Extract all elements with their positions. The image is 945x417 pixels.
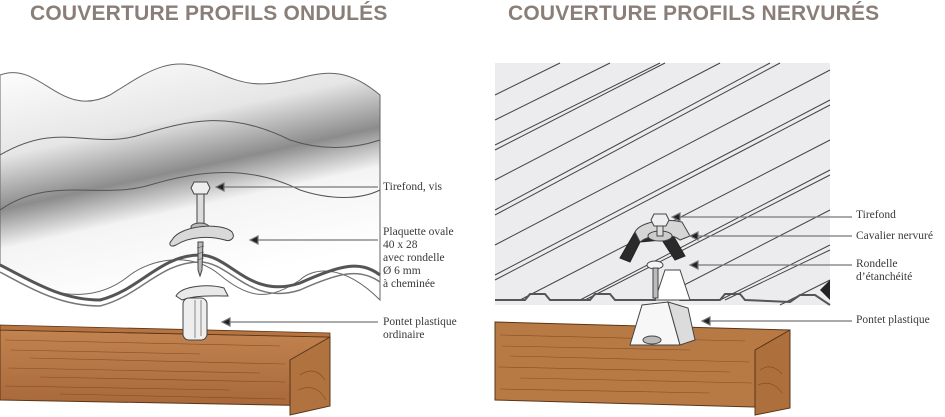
label-line: à cheminée (383, 278, 436, 290)
ribbed-roof-illustration (494, 62, 852, 416)
panel-title-corrugated: COUVERTURE PROFILS ONDULÉS (30, 2, 388, 25)
label-pontet-plastique: Pontet plastique (856, 314, 930, 326)
screw-assembly-corrugated (169, 181, 234, 341)
label-line: d’étanchéité (856, 271, 913, 283)
label-cavalier-nervure: Cavalier nervuré (856, 230, 933, 242)
label-line: 40 x 28 (383, 239, 418, 251)
corrugated-roofing-panel: COUVERTURE PROFILS ONDULÉS (0, 0, 470, 417)
ribbed-sheet (494, 62, 831, 306)
corrugated-sheet (0, 63, 381, 307)
leader-lines-left (214, 182, 378, 327)
label-rondelle-etancheite: Rondelle d’étanchéité (856, 258, 912, 284)
label-line: avec rondelle (383, 252, 445, 264)
label-line: Plaquette ovale (383, 226, 454, 238)
ribbed-roofing-panel: COUVERTURE PROFILS NERVURÉS (490, 0, 945, 417)
label-pontet-ordinaire: Pontet plastique ordinaire (383, 316, 457, 342)
label-tirefond: Tirefond (856, 209, 896, 221)
label-plaquette-ovale: Plaquette ovale 40 x 28 avec rondelle Ø … (383, 226, 454, 291)
label-line: Rondelle (856, 258, 898, 270)
leader-lines-right (670, 212, 852, 326)
label-line: ordinaire (383, 329, 425, 341)
label-line: Ø 6 mm (383, 265, 421, 277)
label-line: Pontet plastique (383, 316, 457, 328)
corrugated-roof-illustration (0, 63, 381, 416)
label-tirefond-vis: Tirefond, vis (383, 181, 442, 193)
wood-beam-right (494, 321, 791, 416)
panel-title-ribbed: COUVERTURE PROFILS NERVURÉS (508, 2, 880, 25)
cavalier-assembly (619, 213, 696, 346)
wood-beam-left (0, 324, 331, 416)
